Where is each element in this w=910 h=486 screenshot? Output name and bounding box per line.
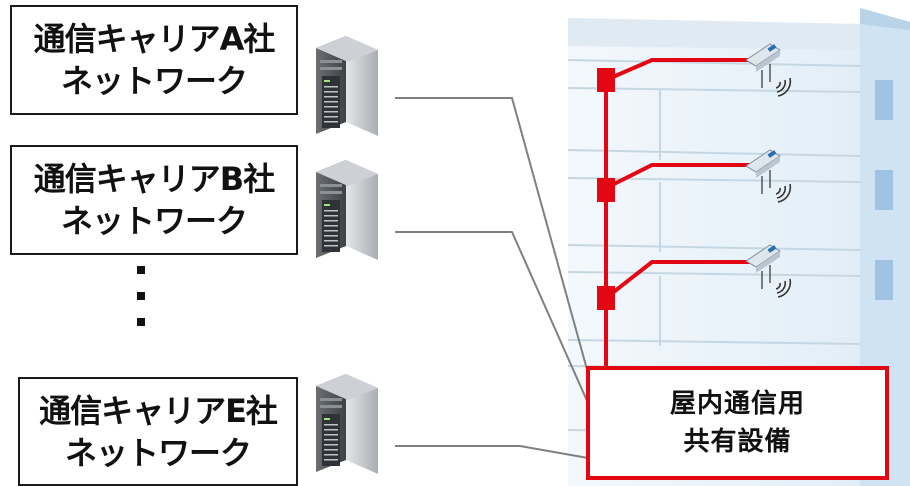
carrier-name: 通信キャリアA社	[33, 20, 276, 58]
ellipsis-vertical-dots	[133, 262, 149, 334]
network-label: ネットワーク	[60, 62, 248, 100]
cables	[395, 97, 597, 459]
carrier-name: 通信キャリアB社	[33, 160, 275, 198]
server-icon	[316, 374, 378, 474]
shared-indoor-equipment-box: 屋内通信用 共有設備	[586, 366, 889, 480]
carrier-b-network-box: 通信キャリアB社 ネットワーク	[10, 145, 298, 255]
red-network-wiring	[604, 58, 764, 370]
network-label: ネットワーク	[64, 433, 252, 472]
junction-boxes	[597, 68, 615, 310]
carrier-a-network-box: 通信キャリアA社 ネットワーク	[10, 5, 298, 115]
carrier-name: 通信キャリアE社	[39, 391, 278, 430]
network-label: ネットワーク	[60, 202, 248, 240]
shared-equipment-line2: 共有設備	[683, 427, 792, 457]
carrier-e-network-box: 通信キャリアE社 ネットワーク	[18, 377, 298, 486]
shared-equipment-line1: 屋内通信用	[669, 389, 805, 419]
server-icon	[316, 36, 378, 136]
server-icon	[316, 160, 378, 260]
